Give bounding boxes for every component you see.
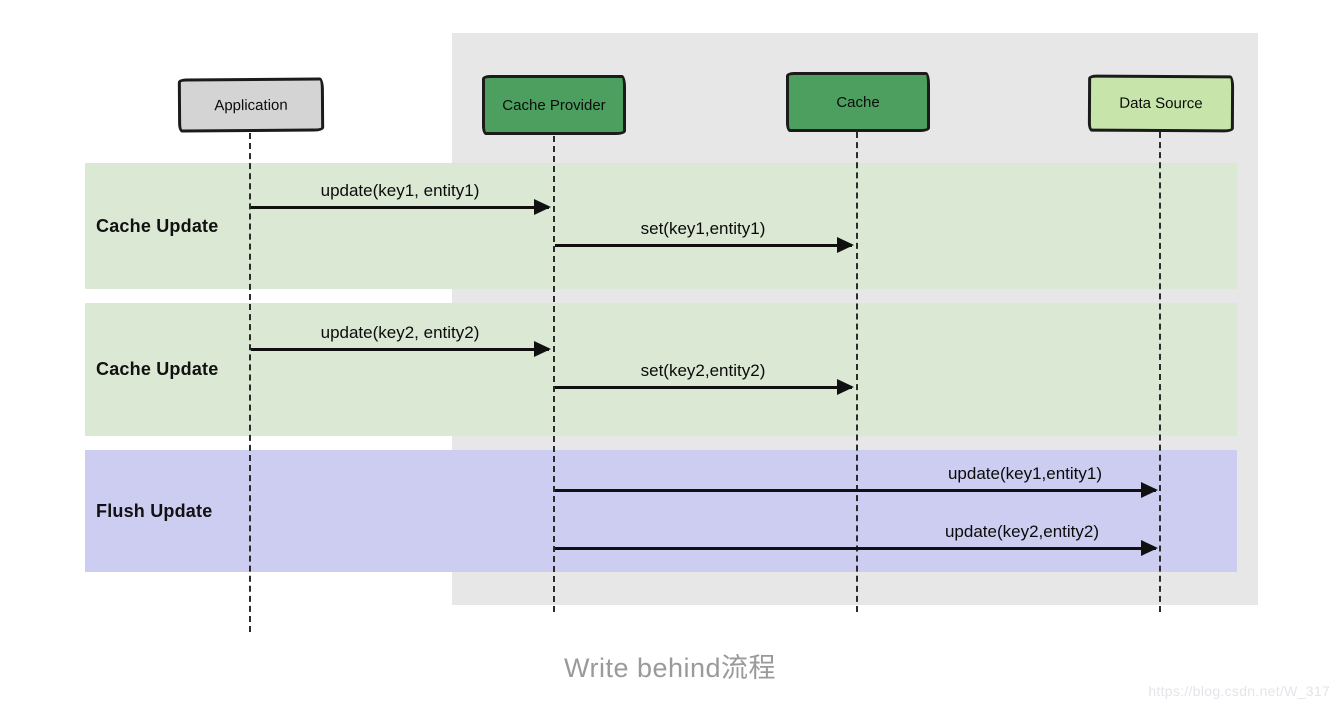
actor-data-source: Data Source [1087,74,1235,133]
actor-label: Cache [836,93,880,111]
watermark-url: https://blog.csdn.net/W_317 [1148,683,1330,699]
lifeline-cache [856,132,858,612]
actor-cache-provider: Cache Provider [482,75,626,135]
diagram-caption: Write behind流程 [563,653,777,683]
actor-application: Application [177,77,325,133]
lifeline-cache-provider [553,136,555,612]
message-label: update(key2,entity2) [944,522,1100,541]
actor-cache: Cache [786,72,930,132]
message-label: update(key2, entity2) [320,323,480,342]
arrow-shaft [555,489,1156,492]
lane-label: Cache Update [96,359,219,379]
lifeline-data-source [1159,132,1161,612]
arrow-head-icon [534,199,551,215]
arrow-shaft [555,244,852,247]
actor-label: Cache Provider [502,96,606,114]
actor-label: Data Source [1119,94,1203,113]
arrow-head-icon [837,379,854,395]
arrow-shaft [555,386,852,389]
lifeline-application [249,133,251,632]
arrow-head-icon [1141,482,1158,498]
message-label: update(key1,entity1) [947,464,1103,483]
lane-label: Flush Update [96,500,213,521]
arrow-head-icon [534,341,551,357]
lane-cache-update-1: Cache Update [85,163,1237,289]
arrow-shaft [555,547,1156,550]
actor-label: Application [214,96,288,114]
message-label: set(key2,entity2) [640,361,766,380]
arrow-shaft [251,206,549,209]
arrow-head-icon [837,237,854,253]
arrow-shaft [251,348,549,351]
arrow-head-icon [1141,540,1158,556]
message-label: set(key1,entity1) [640,219,766,238]
lane-label: Cache Update [96,215,219,236]
lane-cache-update-2: Cache Update [85,303,1237,436]
lane-flush-update: Flush Update [85,450,1237,572]
message-label: update(key1, entity1) [320,181,480,200]
